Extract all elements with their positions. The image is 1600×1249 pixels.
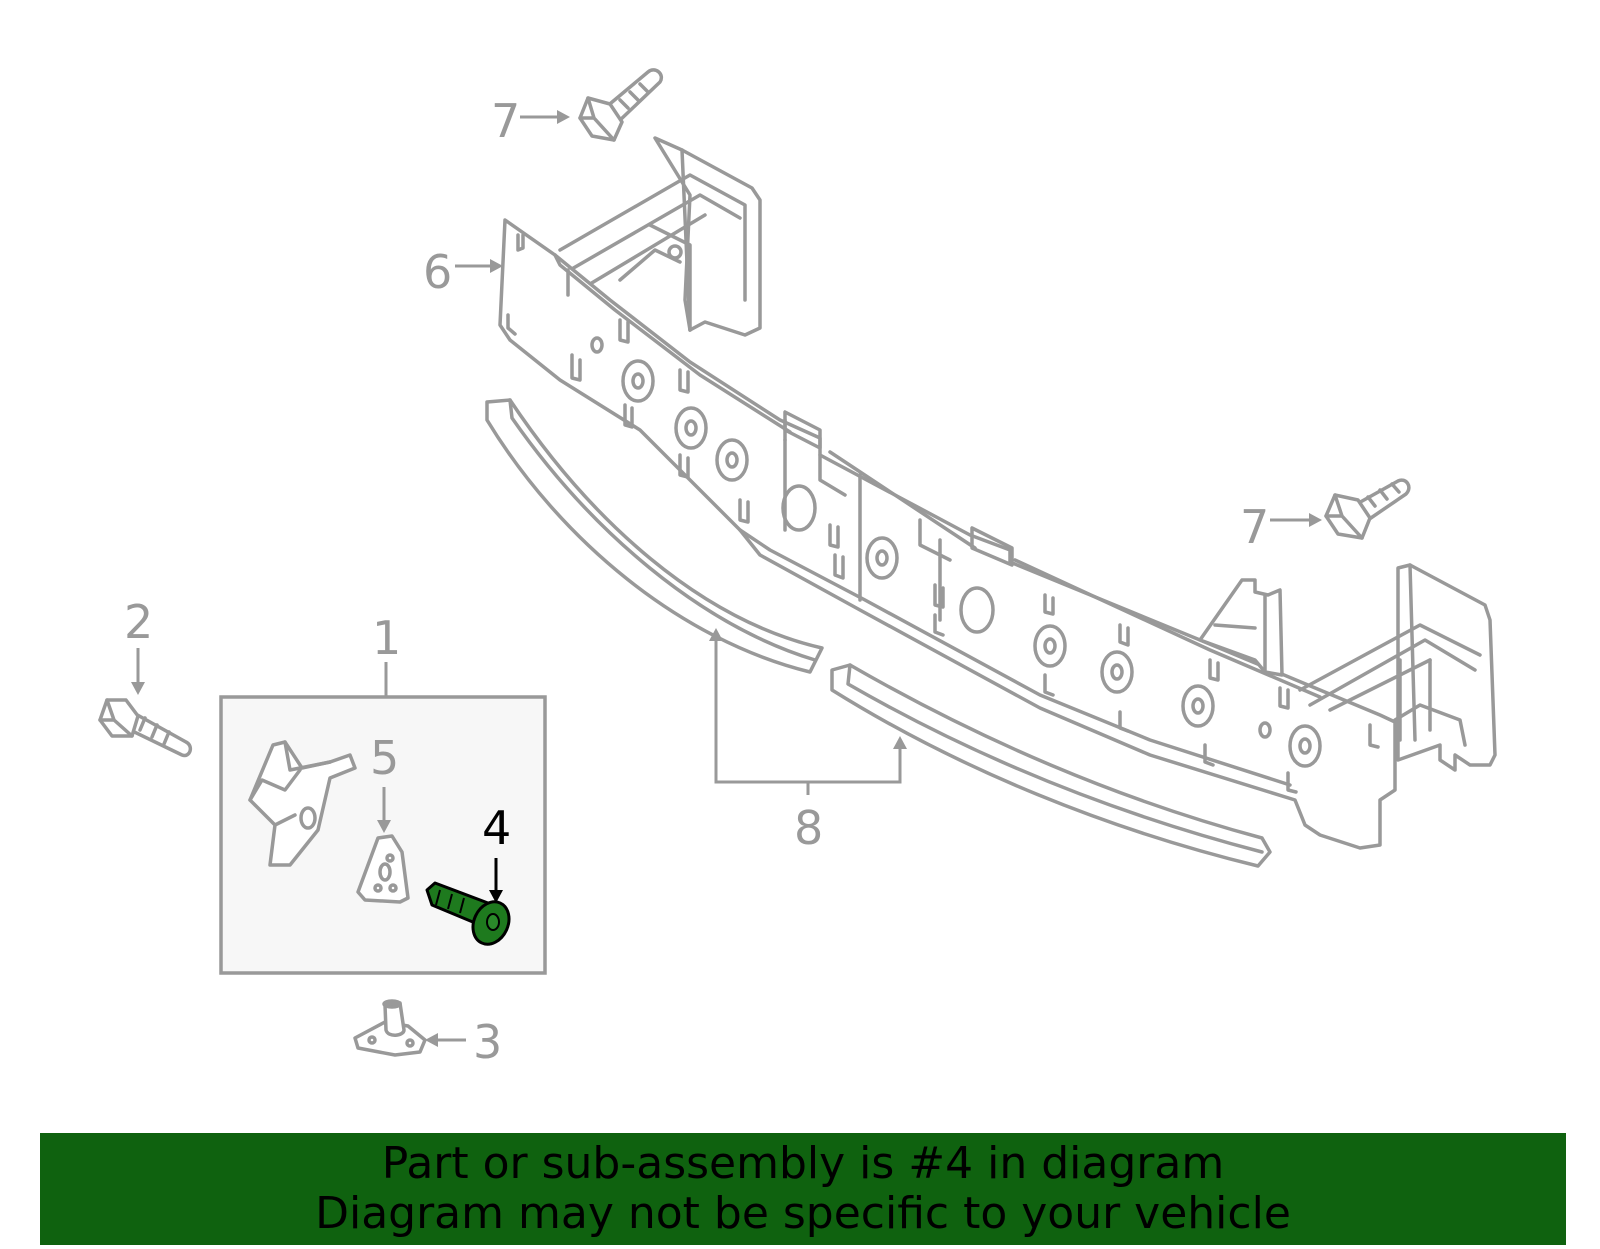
label-part-7-right: 7 — [1240, 500, 1269, 554]
label-part-6: 6 — [423, 245, 452, 299]
stud-plate-3[interactable] — [353, 999, 427, 1057]
label-part-7-top: 7 — [491, 94, 520, 148]
label-part-2: 2 — [124, 595, 153, 649]
banner-line-1: Part or sub-assembly is #4 in diagram — [381, 1138, 1225, 1189]
leader-lines — [131, 110, 1322, 1047]
absorber-strip-right[interactable] — [830, 663, 1272, 868]
label-part-8: 8 — [794, 801, 823, 855]
bolt-7-right[interactable] — [1324, 478, 1411, 540]
callout-labels: 7 6 7 2 1 5 4 3 8 — [124, 94, 1269, 1069]
info-banner: Part or sub-assembly is #4 in diagram Di… — [40, 1133, 1566, 1245]
label-part-5: 5 — [370, 731, 399, 785]
bolt-2[interactable] — [98, 698, 193, 758]
bracket[interactable] — [248, 740, 357, 867]
bumper-reinforcement-beam[interactable] — [498, 136, 1497, 850]
label-part-1: 1 — [372, 611, 401, 665]
plate-5[interactable] — [356, 834, 410, 904]
banner-line-2: Diagram may not be specific to your vehi… — [315, 1188, 1291, 1239]
absorber-strip-left[interactable] — [485, 398, 824, 674]
bolt-4-highlighted[interactable] — [425, 881, 516, 950]
label-part-3: 3 — [473, 1015, 502, 1069]
bolt-7-top[interactable] — [578, 68, 663, 142]
label-part-4: 4 — [482, 801, 511, 855]
